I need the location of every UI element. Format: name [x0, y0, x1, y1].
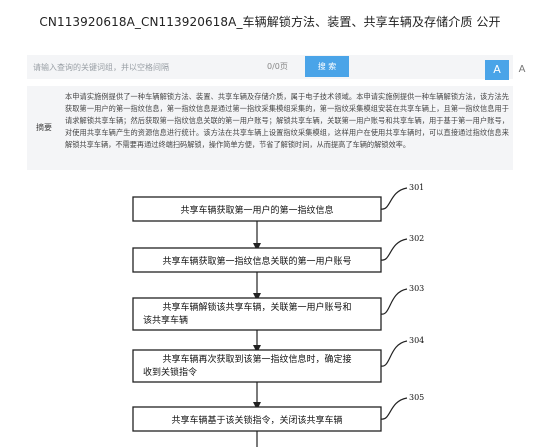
flow-step-text: 该共享车辆 [143, 314, 188, 326]
flow-step-number: 304 [409, 336, 424, 345]
flow-step-text: 共享车辆再次获取到该第一指纹信息时，确定接 [162, 353, 351, 365]
font-size-small-button[interactable]: A [518, 64, 526, 75]
abstract-label: 摘要 [36, 123, 52, 132]
flow-step-number: 301 [409, 183, 424, 192]
flow-step-box [132, 247, 382, 273]
search-input[interactable] [27, 55, 272, 79]
flow-step-leader [380, 397, 408, 420]
flow-step-box [132, 297, 382, 331]
page-count: 0/0页 [267, 62, 288, 71]
flow-step-leader [380, 288, 408, 315]
flow-step-text: 共享车辆解锁该共享车辆，关联第一用户账号和 [162, 301, 351, 313]
flow-step-number: 303 [409, 284, 424, 293]
abstract-text: 本申请实施例提供了一种车辆解锁方法、装置、共享车辆及存储介质，属于电子技术领域。… [65, 92, 509, 149]
flow-step-text: 收到关锁指令 [143, 366, 197, 378]
abstract-section: 摘要 本申请实施例提供了一种车辆解锁方法、装置、共享车辆及存储介质，属于电子技术… [27, 86, 513, 170]
search-bar: 0/0页 搜 索 [27, 55, 513, 79]
flow-step-number: 302 [409, 234, 424, 243]
flow-step-text: 共享车辆获取第一用户的第一指纹信息 [180, 204, 333, 216]
font-size-large-button[interactable]: A [485, 60, 509, 80]
flowchart-figure: 共享车辆获取第一用户的第一指纹信息 301 共享车辆获取第一指纹信息关联的第一用户账… [132, 183, 424, 447]
flow-step-leader [380, 340, 408, 367]
flow-step-box [132, 196, 382, 222]
flow-step-leader [380, 187, 408, 210]
flow-step-text: 共享车辆基于该关锁指令，关闭该共享车辆 [171, 414, 342, 426]
flow-step-text: 共享车辆获取第一指纹信息关联的第一用户账号 [162, 255, 351, 267]
flow-step-number: 305 [409, 393, 424, 402]
search-button[interactable]: 搜 索 [305, 56, 349, 77]
page-title: CN113920618A_CN113920618A_车辆解锁方法、装置、共享车辆… [39, 15, 501, 29]
flow-step-leader [380, 238, 408, 261]
